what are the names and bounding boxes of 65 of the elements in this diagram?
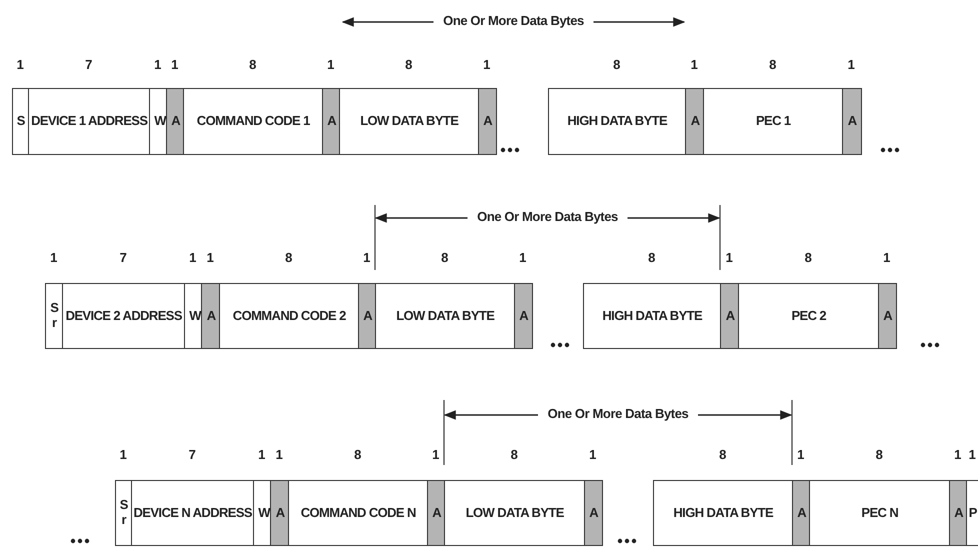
ack-field: A xyxy=(270,480,290,546)
ack-field: A xyxy=(201,283,220,349)
bit-count: 1 xyxy=(16,57,24,72)
bit-count: 1 xyxy=(50,250,57,265)
bit-count: 1 xyxy=(690,57,698,72)
ack-field: A xyxy=(842,88,862,155)
bit-count: 1 xyxy=(883,250,890,265)
bit-count: 1 xyxy=(276,447,282,462)
frame-field: LOW DATA BYTE xyxy=(444,480,586,546)
bit-count: 1 xyxy=(154,57,161,72)
bit-count: 1 xyxy=(171,57,178,72)
bit-count: 1 xyxy=(120,447,126,462)
bit-count: 1 xyxy=(954,447,961,462)
ack-field: A xyxy=(514,283,532,349)
frame-field: COMMAND CODE N xyxy=(288,480,428,546)
ack-field: A xyxy=(478,88,496,155)
bit-count: 7 xyxy=(120,250,126,265)
frame-field: LOW DATA BYTE xyxy=(375,283,516,349)
ack-field: A xyxy=(685,88,704,155)
bit-count: 1 xyxy=(206,250,214,265)
frame-field: P xyxy=(966,480,978,546)
bit-count: 1 xyxy=(432,447,439,462)
bit-count: 1 xyxy=(519,250,526,265)
range-label: One Or More Data Bytes xyxy=(548,406,688,421)
bit-count: 1 xyxy=(327,57,334,72)
frame-field: HIGH DATA BYTE xyxy=(583,283,722,349)
bit-count: 1 xyxy=(258,447,265,462)
bit-count: 8 xyxy=(876,447,882,462)
frame-field: HIGH DATA BYTE xyxy=(653,480,794,546)
bit-count: 8 xyxy=(719,447,726,462)
range-label: One Or More Data Bytes xyxy=(477,209,618,224)
bit-count: 8 xyxy=(613,57,620,72)
bit-count: 1 xyxy=(589,447,596,462)
bit-count: 1 xyxy=(726,250,732,265)
bit-count: 7 xyxy=(85,57,92,72)
ack-field: A xyxy=(584,480,602,546)
frame-field: PEC 2 xyxy=(738,283,880,349)
bit-count: 8 xyxy=(769,57,776,72)
bit-count: 1 xyxy=(483,57,490,72)
ack-field: A xyxy=(720,283,740,349)
bit-count: 7 xyxy=(188,447,196,462)
ack-field: A xyxy=(878,283,896,349)
bit-count: 8 xyxy=(249,57,256,72)
frame-field: DEVICE N ADDRESS xyxy=(131,480,254,546)
bit-count: 8 xyxy=(510,447,518,462)
frame-field: PEC N xyxy=(809,480,950,546)
bit-count: 1 xyxy=(189,250,196,265)
frame-field: HIGH DATA BYTE xyxy=(548,88,686,155)
bit-count: 1 xyxy=(797,447,804,462)
bit-count: 1 xyxy=(848,57,854,72)
bit-count: 1 xyxy=(363,250,370,265)
bit-count: 8 xyxy=(285,250,292,265)
bit-count: 8 xyxy=(804,250,812,265)
bit-count: 8 xyxy=(354,447,361,462)
range-label: One Or More Data Bytes xyxy=(443,13,584,28)
frame-field: DEVICE 1 ADDRESS xyxy=(28,88,150,155)
frame-field: COMMAND CODE 1 xyxy=(183,88,324,155)
bit-count: 8 xyxy=(441,250,448,265)
bit-count: 8 xyxy=(648,250,655,265)
frame-field: DEVICE 2 ADDRESS xyxy=(62,283,186,349)
bit-count: 8 xyxy=(405,57,412,72)
frame-field: LOW DATA BYTE xyxy=(339,88,480,155)
bit-count: 1 xyxy=(968,447,976,462)
frame-field: COMMAND CODE 2 xyxy=(219,283,360,349)
frame-field: PEC 1 xyxy=(703,88,844,155)
